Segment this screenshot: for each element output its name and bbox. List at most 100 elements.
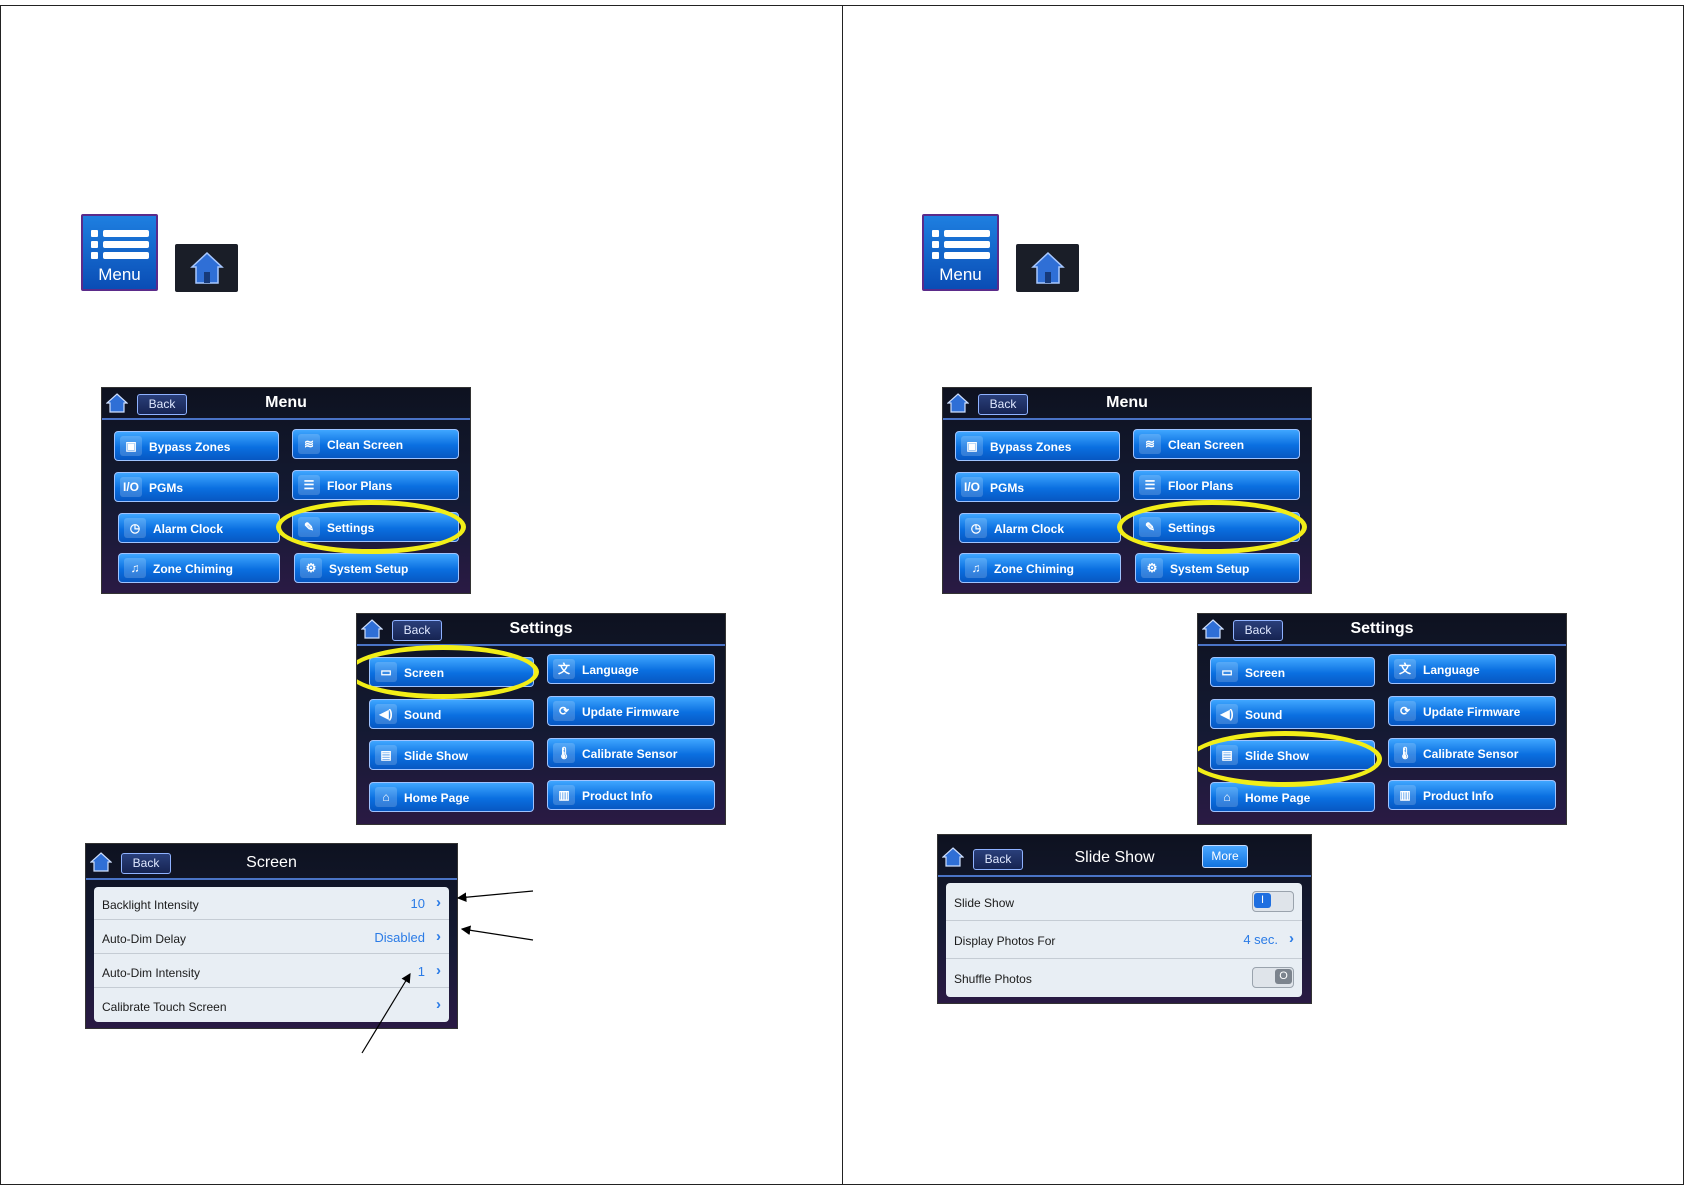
clean-screen-icon: ≋: [1139, 434, 1161, 454]
menu-tile-system-setup[interactable]: ⚙System Setup: [1135, 553, 1300, 583]
settings-tile-sound[interactable]: ◀)Sound: [369, 699, 534, 729]
highlight-ellipse: [1117, 500, 1307, 554]
menu-screen-right: Back Menu ▣Bypass Zones ≋Clean Screen I/…: [943, 388, 1311, 593]
system-setup-icon: ⚙: [1141, 558, 1163, 578]
screen-title: Menu: [1106, 394, 1148, 411]
menu-tile-bypass-zones[interactable]: ▣Bypass Zones: [955, 431, 1120, 461]
menu-screen: Back Menu ▣Bypass Zones ≋Clean Screen I/…: [102, 388, 470, 593]
back-button[interactable]: Back: [1233, 620, 1283, 641]
pgms-icon: I/O: [961, 477, 983, 497]
language-icon: 文: [553, 659, 575, 679]
more-button[interactable]: More: [1202, 845, 1248, 868]
chevron-right-icon: ›: [1289, 930, 1294, 947]
settings-tile-product-info[interactable]: ▥Product Info: [1388, 780, 1556, 810]
sound-icon: ◀): [1216, 704, 1238, 724]
menu-tile-system-setup[interactable]: ⚙System Setup: [294, 553, 459, 583]
menu-tile-clean-screen[interactable]: ≋Clean Screen: [1133, 429, 1300, 459]
zone-chiming-icon: ♫: [124, 558, 146, 578]
screen-title: Settings: [509, 620, 573, 637]
row-backlight-intensity[interactable]: Backlight Intensity 10 ›: [94, 887, 449, 920]
menu-tile-alarm-clock[interactable]: ◷Alarm Clock: [959, 513, 1121, 543]
back-button[interactable]: Back: [121, 853, 171, 874]
settings-tile-slide-show[interactable]: ▤Slide Show: [369, 740, 534, 770]
row-display-photos-for[interactable]: Display Photos For 4 sec. ›: [946, 921, 1302, 959]
row-calibrate-touch-screen[interactable]: Calibrate Touch Screen ›: [102, 996, 441, 1014]
highlight-ellipse: [1198, 731, 1382, 787]
language-icon: 文: [1394, 659, 1416, 679]
alarm-clock-icon: ◷: [965, 518, 987, 538]
alarm-clock-icon: ◷: [124, 518, 146, 538]
screen-title: Menu: [265, 394, 307, 411]
slide-show-screen: Back Slide Show More Slide Show I Displa…: [938, 835, 1311, 1003]
annotation-arrows: [361, 890, 534, 1054]
row-auto-dim-delay[interactable]: Auto-Dim Delay Disabled ›: [94, 921, 449, 954]
bypass-zones-icon: ▣: [120, 436, 142, 456]
menu-button[interactable]: Menu: [81, 214, 158, 291]
home-icon[interactable]: [106, 393, 128, 413]
arrow-backlight: [456, 890, 534, 902]
menu-tile-zone-chiming[interactable]: ♫Zone Chiming: [959, 553, 1121, 583]
row-shuffle-photos[interactable]: Shuffle Photos O: [946, 959, 1302, 997]
settings-list: Backlight Intensity 10 › Auto-Dim Delay …: [94, 887, 449, 1022]
settings-tile-calibrate-sensor[interactable]: 🌡Calibrate Sensor: [1388, 738, 1556, 768]
settings-tile-update-firmware[interactable]: ⟳Update Firmware: [1388, 696, 1556, 726]
home-page-icon: ⌂: [375, 787, 397, 807]
highlight-ellipse: [276, 500, 466, 554]
zone-chiming-icon: ♫: [965, 558, 987, 578]
home-page-icon: ⌂: [1216, 787, 1238, 807]
screen-header: Back Slide Show More: [938, 835, 1311, 877]
row-slide-show[interactable]: Slide Show I: [946, 883, 1302, 921]
screen-title: Settings: [1350, 620, 1414, 637]
row-auto-dim-intensity[interactable]: Auto-Dim Intensity 1 ›: [94, 955, 449, 988]
back-button[interactable]: Back: [137, 394, 187, 415]
floor-plans-icon: ☰: [298, 475, 320, 495]
settings-tile-product-info[interactable]: ▥Product Info: [547, 780, 715, 810]
arrow-auto-dim-intensity: [361, 972, 411, 1054]
menu-tile-bypass-zones[interactable]: ▣Bypass Zones: [114, 431, 279, 461]
barcode-icon: ▥: [553, 785, 575, 805]
pgms-icon: I/O: [120, 477, 142, 497]
floor-plans-icon: ☰: [1139, 475, 1161, 495]
settings-tile-home-page[interactable]: ⌂Home Page: [369, 782, 534, 812]
right-page: [842, 5, 1684, 1185]
screen-title: Slide Show: [1074, 849, 1155, 866]
home-icon[interactable]: [361, 619, 383, 639]
settings-tile-home-page[interactable]: ⌂Home Page: [1210, 782, 1375, 812]
settings-tile-calibrate-sensor[interactable]: 🌡Calibrate Sensor: [547, 738, 715, 768]
screen-header: Back Settings: [357, 614, 725, 646]
arrow-auto-dim-delay: [460, 925, 534, 941]
home-button-right[interactable]: [1016, 244, 1079, 292]
menu-tile-floor-plans[interactable]: ☰Floor Plans: [292, 470, 459, 500]
back-button[interactable]: Back: [973, 849, 1023, 870]
menu-tile-floor-plans[interactable]: ☰Floor Plans: [1133, 470, 1300, 500]
home-icon[interactable]: [947, 393, 969, 413]
system-setup-icon: ⚙: [300, 558, 322, 578]
menu-button-right[interactable]: Menu: [922, 214, 999, 291]
shuffle-photos-toggle[interactable]: O: [1252, 967, 1294, 988]
menu-button-label: Menu: [98, 265, 141, 284]
menu-tile-zone-chiming[interactable]: ♫Zone Chiming: [118, 553, 280, 583]
slide-show-icon: ▤: [375, 745, 397, 765]
bypass-zones-icon: ▣: [961, 436, 983, 456]
menu-tile-clean-screen[interactable]: ≋Clean Screen: [292, 429, 459, 459]
home-icon[interactable]: [90, 852, 112, 872]
clean-screen-icon: ≋: [298, 434, 320, 454]
settings-tile-update-firmware[interactable]: ⟳Update Firmware: [547, 696, 715, 726]
barcode-icon: ▥: [1394, 785, 1416, 805]
settings-tile-sound[interactable]: ◀)Sound: [1210, 699, 1375, 729]
home-button[interactable]: [175, 244, 238, 292]
settings-tile-screen[interactable]: ▭Screen: [1210, 657, 1375, 687]
screen-title: Screen: [246, 854, 297, 871]
slide-show-toggle[interactable]: I: [1252, 891, 1294, 912]
back-button[interactable]: Back: [392, 620, 442, 641]
home-icon[interactable]: [1202, 619, 1224, 639]
back-button[interactable]: Back: [978, 394, 1028, 415]
screen-header: Back Menu: [943, 388, 1311, 420]
home-icon[interactable]: [942, 847, 964, 867]
